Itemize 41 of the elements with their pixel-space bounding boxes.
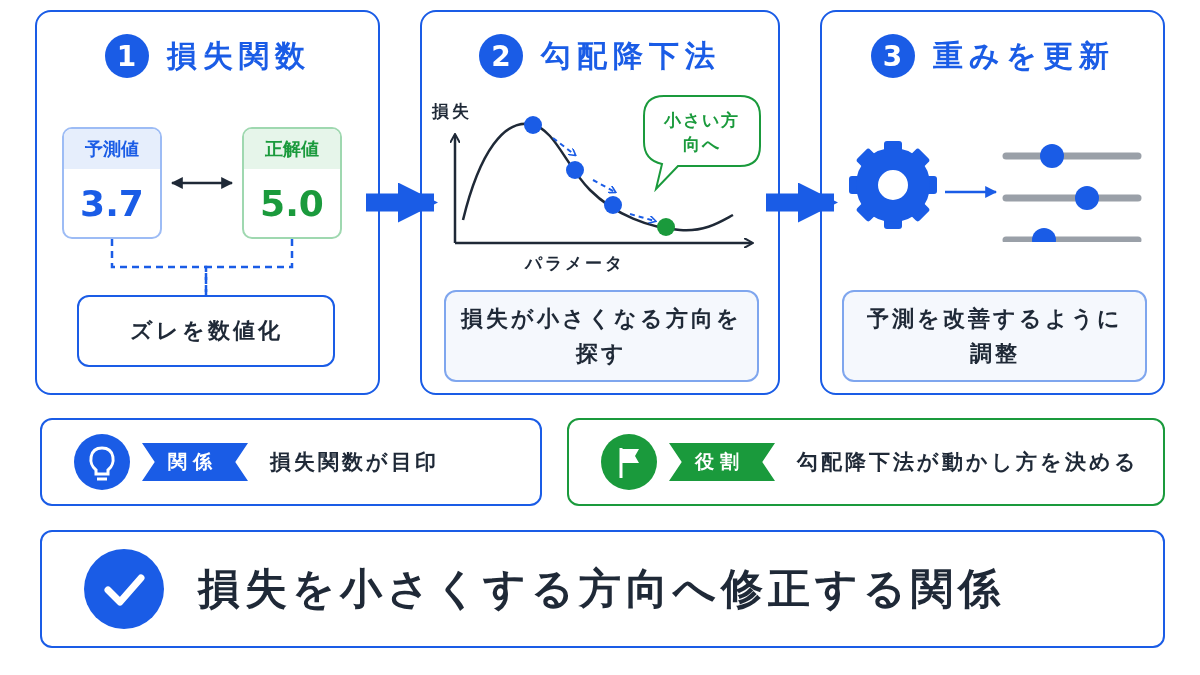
step-title: 重みを更新 (932, 36, 1115, 75)
step-number: 2 (479, 34, 523, 78)
step-title: 勾配降下法 (541, 36, 721, 75)
step-panel (420, 10, 780, 395)
tag-label: 関係 (142, 443, 248, 481)
strip-text: 勾配降下法が動かし方を決める (797, 449, 1139, 476)
step-title: 損失関数 (166, 36, 311, 75)
step-panel (35, 10, 380, 395)
card-text: 予測を改善するように調整 (865, 304, 1124, 368)
axis-label: 損失 (432, 100, 472, 123)
step-number: 1 (104, 34, 149, 78)
step-number: 3 (870, 34, 915, 78)
arrow (170, 177, 234, 189)
sliders-icon (1002, 142, 1142, 242)
note-card (77, 295, 335, 367)
arrow (366, 182, 438, 223)
arrow (945, 186, 998, 198)
tag-label: 役割 (669, 443, 775, 481)
summary-text: 損失を小さくする方向へ修正する関係 (198, 563, 1005, 615)
info-strip (40, 418, 542, 506)
gear-icon (847, 139, 939, 231)
card-text: ズレを数値化 (128, 317, 284, 346)
note-card (842, 290, 1147, 382)
bracket-line (110, 239, 208, 295)
value-heading: 正解値 (244, 129, 340, 169)
value-number: 3.7 (79, 181, 145, 226)
value-card (242, 127, 342, 239)
info-strip (567, 418, 1165, 506)
strip-text: 損失関数が目印 (270, 449, 439, 476)
summary-banner (40, 530, 1165, 648)
value-heading: 予測値 (64, 129, 160, 169)
card-text: 損失が小さくなる方向を探す (459, 304, 743, 368)
bubble-text: 小さい方向へ (663, 109, 741, 156)
value-number: 5.0 (259, 181, 325, 226)
bracket-line (204, 239, 294, 295)
step-panel (820, 10, 1165, 395)
arrow (766, 182, 838, 223)
value-card (62, 127, 162, 239)
axis-label: パラメータ (525, 252, 625, 275)
note-card (444, 290, 759, 382)
speech-bubble (642, 94, 762, 192)
